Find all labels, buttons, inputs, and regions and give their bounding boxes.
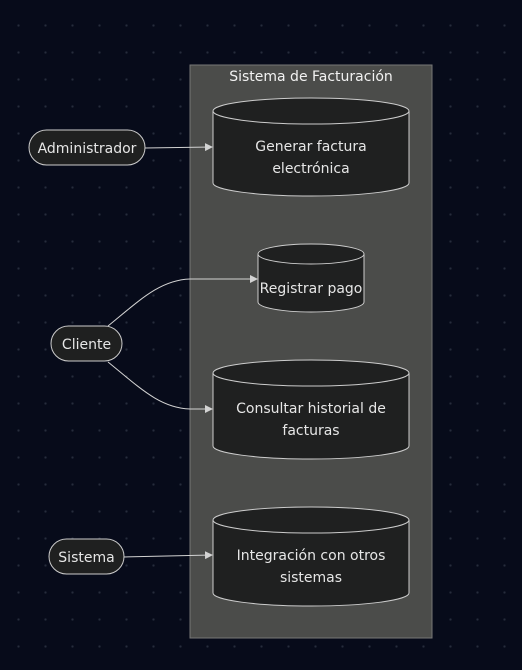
- usecase-registrar-pago-top: [257, 243, 365, 265]
- edge-sistema-uc4: [123, 551, 213, 560]
- usecase-generar-factura-top: [212, 97, 410, 125]
- usecase-consultar-historial-line2: facturas: [282, 423, 339, 439]
- usecase-integracion-line1: Integración con otros: [237, 548, 386, 564]
- usecase-integracion-line2: sistemas: [280, 570, 342, 586]
- usecase-registrar-pago[interactable]: Registrar pago: [257, 243, 365, 313]
- actor-cliente[interactable]: Cliente: [50, 325, 123, 362]
- actor-cliente-label: Cliente: [62, 337, 111, 353]
- edges: [107, 143, 258, 560]
- edge-admin-uc1: [144, 143, 213, 152]
- actor-administrador-shape: [28, 129, 146, 166]
- actor-cliente-shape: [50, 325, 123, 362]
- actor-sistema[interactable]: Sistema: [48, 538, 125, 575]
- usecase-integracion-body: [212, 520, 410, 607]
- usecase-consultar-historial-line1: Consultar historial de: [236, 401, 386, 417]
- usecase-generar-factura[interactable]: Generar factura electrónica: [212, 97, 410, 197]
- edge-cliente-uc2: [107, 275, 258, 327]
- usecase-generar-factura-body: [212, 111, 410, 197]
- usecase-consultar-historial-body: [212, 373, 410, 460]
- usecase-registrar-pago-body: [257, 254, 365, 313]
- usecase-generar-factura-line1: Generar factura: [255, 139, 366, 155]
- usecase-consultar-historial[interactable]: Consultar historial de facturas: [212, 359, 410, 460]
- usecase-registrar-pago-line1: Registrar pago: [260, 281, 363, 297]
- actor-sistema-label: Sistema: [58, 550, 114, 566]
- usecase-integracion-top: [212, 506, 410, 534]
- edge-cliente-uc3: [107, 361, 213, 413]
- usecase-integracion[interactable]: Integración con otros sistemas: [212, 506, 410, 607]
- usecase-consultar-historial-top: [212, 359, 410, 387]
- usecase-generar-factura-line2: electrónica: [272, 161, 349, 177]
- actor-sistema-shape: [48, 538, 125, 575]
- system-title: Sistema de Facturación: [229, 69, 393, 85]
- actor-administrador[interactable]: Administrador: [28, 129, 146, 166]
- actor-administrador-label: Administrador: [38, 141, 137, 157]
